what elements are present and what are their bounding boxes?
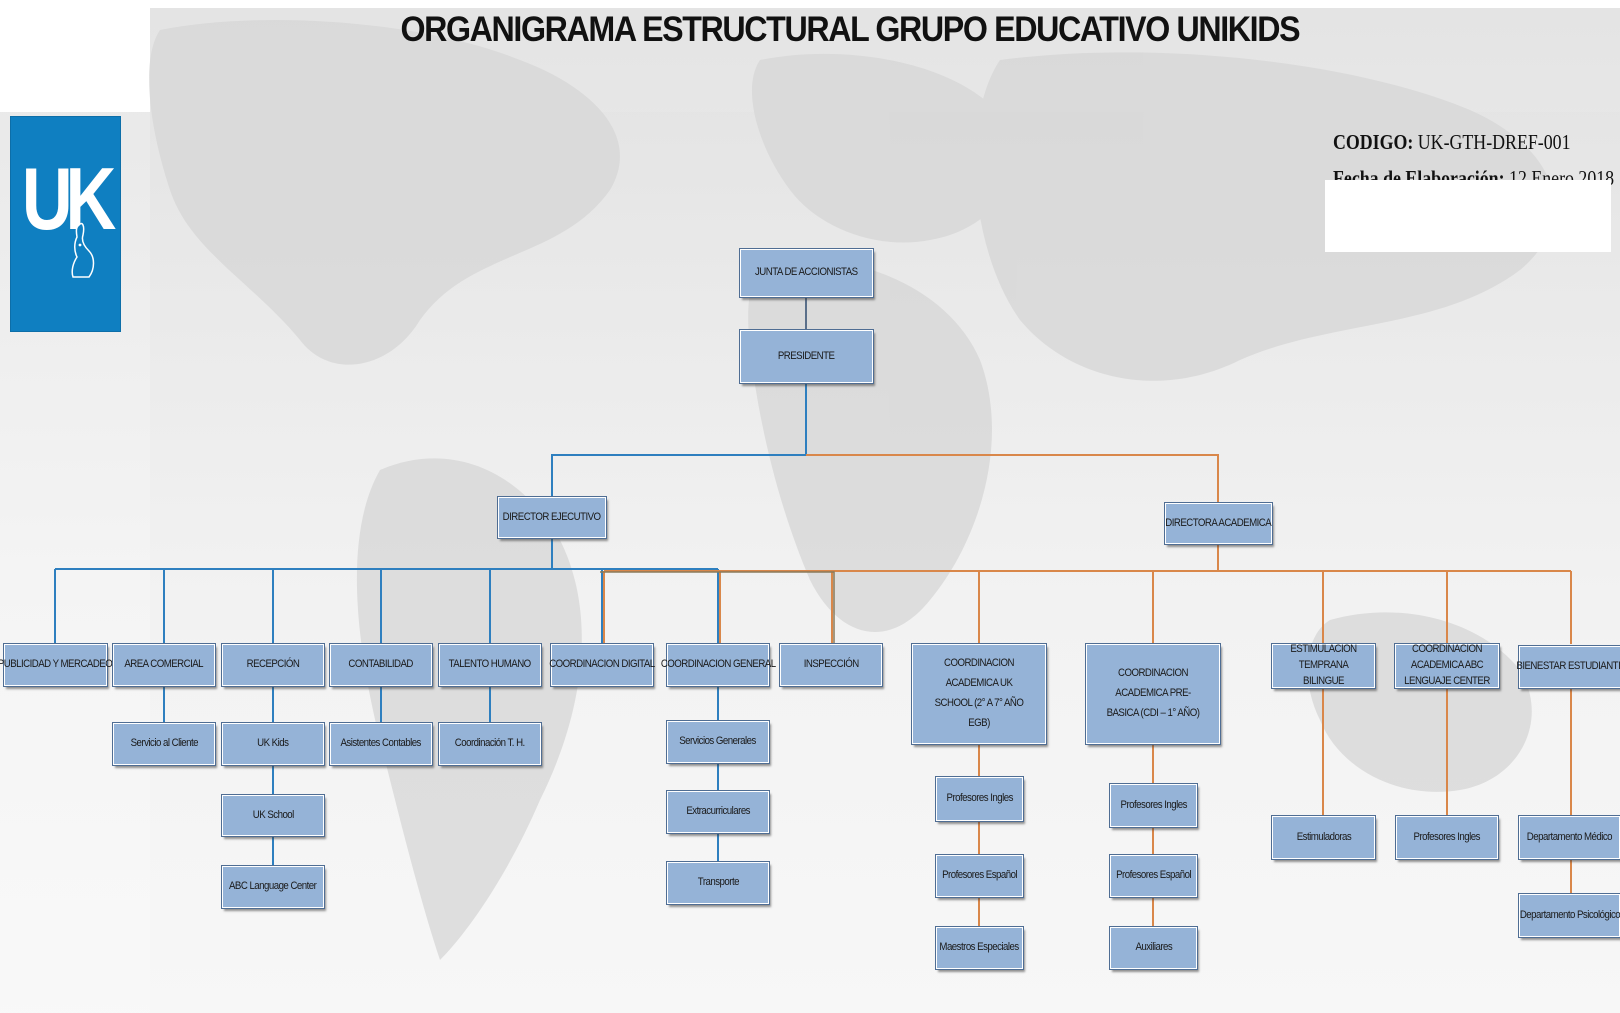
node-recepcion-label: RECEPCIÓN [246,658,300,671]
node-publicidad-mercadeo-label: PUBLICIDAD Y MERCADEO [0,658,113,671]
node-directora-academica: DIRECTORA ACADEMICA [1164,502,1273,545]
node-departamento-psicologico-label: Departamento Psicológico [1519,908,1620,921]
node-estimulacion-temprana-label: ESTIMULACION TEMPRANA BILINGUE [1290,643,1357,687]
node-abc-profesores-ingles-label: Profesores Ingles [1413,830,1481,843]
node-uks-profesores-ingles: Profesores Ingles [935,776,1024,822]
document-info-cover [1325,180,1611,252]
node-coord-abc-label: COORDINACION ACADEMICA ABC LENGUAJE CENT… [1404,643,1490,687]
node-bienestar-estudiantil-label: BIENESTAR ESTUDIANTIL [1516,660,1620,673]
node-inspeccion-label: INSPECCIÓN [803,658,860,671]
node-uks-profesores-ingles-label: Profesores Ingles [946,792,1013,805]
node-pb-profesores-ingles: Profesores Ingles [1109,783,1198,828]
node-coordinacion-general: COORDINACION GENERAL [661,643,776,687]
node-estimuladoras: Estimuladoras [1271,815,1376,860]
page-title: ORGANIGRAMA ESTRUCTURAL GRUPO EDUCATIVO … [400,10,1300,49]
node-junta-accionistas-label: JUNTA DE ACCIONISTAS [755,266,858,279]
node-coord-uk-school: COORDINACION ACADEMICA UK SCHOOL (2° A 7… [911,643,1047,745]
node-pb-profesores-espanol: Profesores Español [1109,854,1198,898]
node-presidente-label: PRESIDENTE [778,349,835,362]
node-uk-school-label: UK School [252,808,294,821]
connector-ejecutivo-bus [55,538,718,570]
node-uks-maestros-especiales-label: Maestros Especiales [939,941,1020,954]
node-uks-profesores-espanol-label: Profesores Español [942,869,1018,882]
node-coordinacion-digital-label: COORDINACION DIGITAL [549,658,655,671]
node-bienestar-estudiantil: BIENESTAR ESTUDIANTIL [1516,645,1620,689]
node-extracurriculares: Extracurriculares [666,790,770,834]
node-estimulacion-temprana: ESTIMULACION TEMPRANA BILINGUE [1271,643,1376,689]
node-talento-humano-label: TALENTO HUMANO [448,658,532,671]
node-departamento-medico-label: Departamento Médico [1526,830,1613,843]
node-servicios-generales-label: Servicios Generales [679,735,757,748]
node-extracurriculares-label: Extracurriculares [686,805,750,818]
node-coordinacion-general-label: COORDINACION GENERAL [660,658,776,671]
unikids-logo: UK [11,117,120,331]
node-coord-pre-basica: COORDINACION ACADEMICA PRE-BASICA (CDI –… [1085,643,1221,745]
node-abc-language-center-label: ABC Language Center [229,880,317,893]
document-code-value: UK-GTH-DREF-001 [1417,130,1571,154]
node-contabilidad-label: CONTABILIDAD [348,658,414,671]
node-area-comercial-label: AREA COMERCIAL [124,658,204,671]
document-code: CODIGO: UK-GTH-DREF-001 [1333,124,1580,160]
node-coordinacion-th-label: Coordinación T. H. [455,737,525,750]
node-abc-profesores-ingles: Profesores Ingles [1395,815,1499,860]
node-pb-auxiliares-label: Auxiliares [1135,941,1172,954]
node-pb-profesores-espanol-label: Profesores Español [1116,869,1192,882]
node-inspeccion: INSPECCIÓN [779,643,883,687]
rabbit-icon [71,222,95,278]
node-pb-profesores-ingles-label: Profesores Ingles [1120,798,1187,811]
node-coord-pre-basica-label: COORDINACION ACADEMICA PRE-BASICA (CDI –… [1106,667,1200,719]
node-uks-maestros-especiales: Maestros Especiales [935,926,1024,970]
node-talento-humano: TALENTO HUMANO [438,643,542,687]
connector-academica-bus [604,544,1571,572]
node-asistentes-contables: Asistentes Contables [329,722,433,766]
node-transporte-label: Transporte [697,876,739,889]
node-contabilidad: CONTABILIDAD [329,643,433,687]
document-info: CODIGO: UK-GTH-DREF-001 Fecha de Elabora… [1333,124,1614,196]
node-servicios-generales: Servicios Generales [666,720,770,764]
node-presidente: PRESIDENTE [739,329,874,384]
connector-academica-drops [603,571,1572,644]
node-directora-academica-label: DIRECTORA ACADEMICA [1165,516,1273,529]
logo-text: UK [21,149,116,248]
node-coordinacion-th: Coordinación T. H. [438,722,542,766]
node-uk-kids: UK Kids [221,722,325,766]
node-abc-language-center: ABC Language Center [221,865,325,909]
document-code-label: CODIGO: [1333,130,1414,154]
node-director-ejecutivo: DIRECTOR EJECUTIVO [497,496,607,539]
node-asistentes-contables-label: Asistentes Contables [340,737,422,750]
connector-overlap-extra [600,571,835,644]
node-estimuladoras-label: Estimuladoras [1296,830,1351,843]
node-recepcion: RECEPCIÓN [221,643,325,687]
node-servicio-cliente-label: Servicio al Cliente [130,737,198,750]
node-area-comercial: AREA COMERCIAL [112,643,216,687]
node-servicio-cliente: Servicio al Cliente [112,722,216,766]
node-departamento-psicologico: Departamento Psicológico [1518,893,1620,938]
node-director-ejecutivo-label: DIRECTOR EJECUTIVO [503,510,601,523]
node-transporte: Transporte [666,861,770,905]
connector-orange-split [806,454,1219,503]
connector-blue-split [551,454,806,497]
node-junta-accionistas: JUNTA DE ACCIONISTAS [739,248,874,298]
node-publicidad-mercadeo: PUBLICIDAD Y MERCADEO [0,643,113,687]
node-pb-auxiliares: Auxiliares [1109,926,1198,970]
connector-ejecutivo-drops [54,569,719,644]
node-uk-kids-label: UK Kids [257,737,289,750]
node-coordinacion-digital: COORDINACION DIGITAL [549,643,655,687]
node-uk-school: UK School [221,794,325,837]
node-coord-abc: COORDINACION ACADEMICA ABC LENGUAJE CENT… [1394,643,1500,689]
node-departamento-medico: Departamento Médico [1518,815,1620,860]
node-coord-uk-school-label: COORDINACION ACADEMICA UK SCHOOL (2° A 7… [934,657,1024,729]
node-uks-profesores-espanol: Profesores Español [935,854,1024,898]
